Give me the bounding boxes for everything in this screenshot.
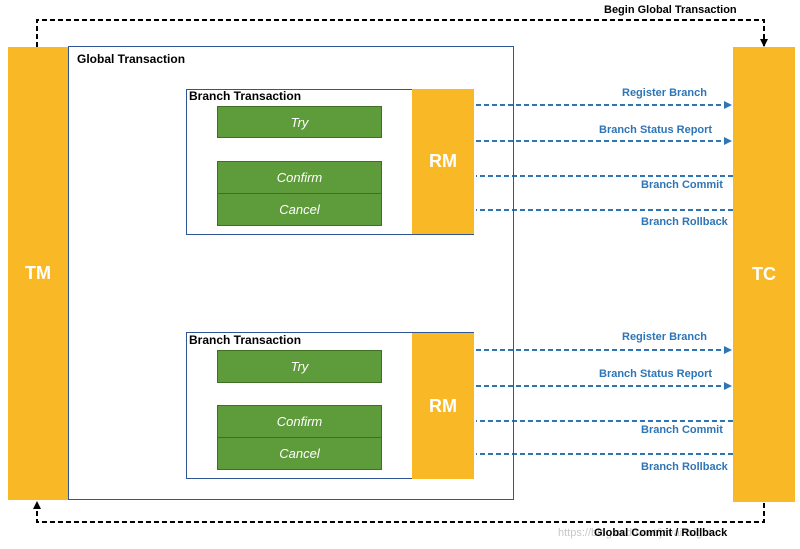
rm-label: RM	[429, 151, 457, 171]
rm-actor: RM	[412, 333, 474, 479]
begin-global-transaction-label: Begin Global Transaction	[604, 4, 737, 16]
confirm-phase: Confirm	[217, 405, 382, 438]
register-branch-label: Register Branch	[622, 87, 707, 99]
tc-label: TC	[752, 264, 776, 284]
branch-transaction-title: Branch Transaction	[189, 89, 302, 103]
watermark: https://blog.csdn.net/javainsight	[558, 527, 712, 539]
global-commit-rollback-label: Global Commit / Rollback	[594, 527, 728, 539]
cancel-label: Cancel	[279, 202, 320, 217]
global-transaction-title: Global Transaction	[77, 52, 186, 66]
rm-label: RM	[429, 395, 457, 416]
register-branch-label: Register Branch	[622, 331, 707, 343]
try-label: Try	[290, 114, 309, 130]
confirm-label: Confirm	[276, 170, 323, 185]
tc-actor: TC	[733, 47, 795, 502]
tm-label: TM	[25, 263, 51, 283]
cancel-label: Cancel	[279, 446, 320, 461]
confirm-phase: Confirm	[217, 161, 382, 194]
branch-status-report-label: Branch Status Report	[599, 124, 713, 136]
begin-global-connector	[36, 19, 768, 47]
tm-actor: TM	[8, 47, 68, 500]
try-phase: Try	[217, 350, 382, 383]
try-phase: Try	[217, 106, 382, 138]
confirm-label: Confirm	[276, 414, 323, 429]
branch-rollback-label: Branch Rollback	[641, 216, 728, 228]
cancel-phase: Cancel	[217, 437, 382, 470]
branch-rollback-label: Branch Rollback	[641, 461, 728, 473]
cancel-phase: Cancel	[217, 193, 382, 226]
try-label: Try	[290, 359, 309, 374]
branch-commit-label: Branch Commit	[641, 424, 723, 436]
global-commit-connector	[33, 501, 765, 523]
branch-status-report-label: Branch Status Report	[599, 368, 713, 380]
branch-transaction-title: Branch Transaction	[189, 333, 302, 347]
branch-commit-label: Branch Commit	[641, 179, 723, 191]
global-transaction-frame	[68, 46, 514, 500]
rm-actor: RM	[412, 89, 474, 234]
